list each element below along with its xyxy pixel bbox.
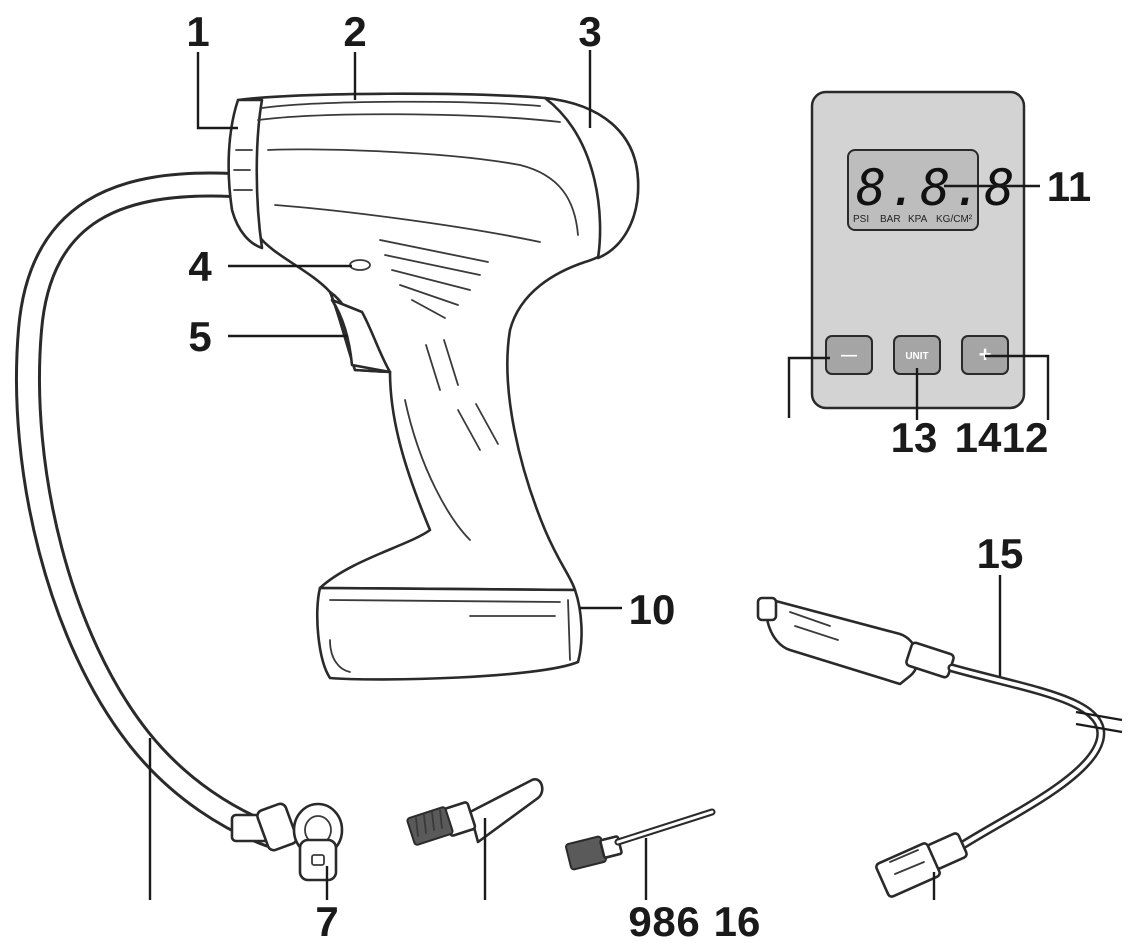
unit-label-kgcm2: KG/CM²: [936, 214, 973, 225]
callout-16: 16: [714, 898, 761, 943]
cone-adapter: [406, 778, 544, 846]
callout-12: 12: [1002, 414, 1049, 461]
lcd-readout: 8.8.8: [856, 159, 1017, 217]
lcd-display: 8.8.8 PSI BAR KPA KG/CM²: [847, 149, 1017, 231]
air-hose: [15, 171, 283, 848]
callout-numbers: 1 2 3 4 5 10 11 13 14 12 15 7 9 8 6 16: [186, 8, 1091, 943]
unit-label-psi: PSI: [853, 214, 869, 225]
battery-pack: [315, 586, 583, 681]
callout-15: 15: [977, 530, 1024, 577]
callout-10: 10: [629, 586, 676, 633]
callout-11: 11: [1047, 163, 1091, 210]
control-panel: 8.8.8 PSI BAR KPA KG/CM² — UNIT +: [810, 90, 1026, 410]
callout-6: 6: [676, 898, 699, 943]
callout-2: 2: [343, 8, 366, 55]
leader-lines: [148, 50, 1050, 900]
callout-5: 5: [188, 313, 211, 360]
unit-label-kpa: KPA: [908, 214, 928, 225]
callout-9: 9: [628, 898, 651, 943]
callout-7: 7: [315, 898, 338, 943]
hose-connector: [230, 802, 344, 882]
callout-14: 14: [955, 414, 1002, 461]
unit-button-label: UNIT: [905, 351, 928, 362]
callout-8: 8: [652, 898, 675, 943]
callout-1: 1: [186, 8, 209, 55]
unit-button[interactable]: UNIT: [893, 335, 941, 375]
plus-button-label: +: [979, 342, 992, 367]
minus-button[interactable]: —: [825, 335, 873, 375]
car-plug-cable: [756, 596, 1123, 898]
callout-4: 4: [188, 243, 212, 290]
minus-button-label: —: [841, 347, 857, 364]
callout-13: 13: [891, 414, 938, 461]
needle-adapter: [565, 808, 716, 871]
inflator-body: [227, 92, 640, 592]
callout-3: 3: [578, 8, 601, 55]
unit-label-bar: BAR: [880, 214, 901, 225]
